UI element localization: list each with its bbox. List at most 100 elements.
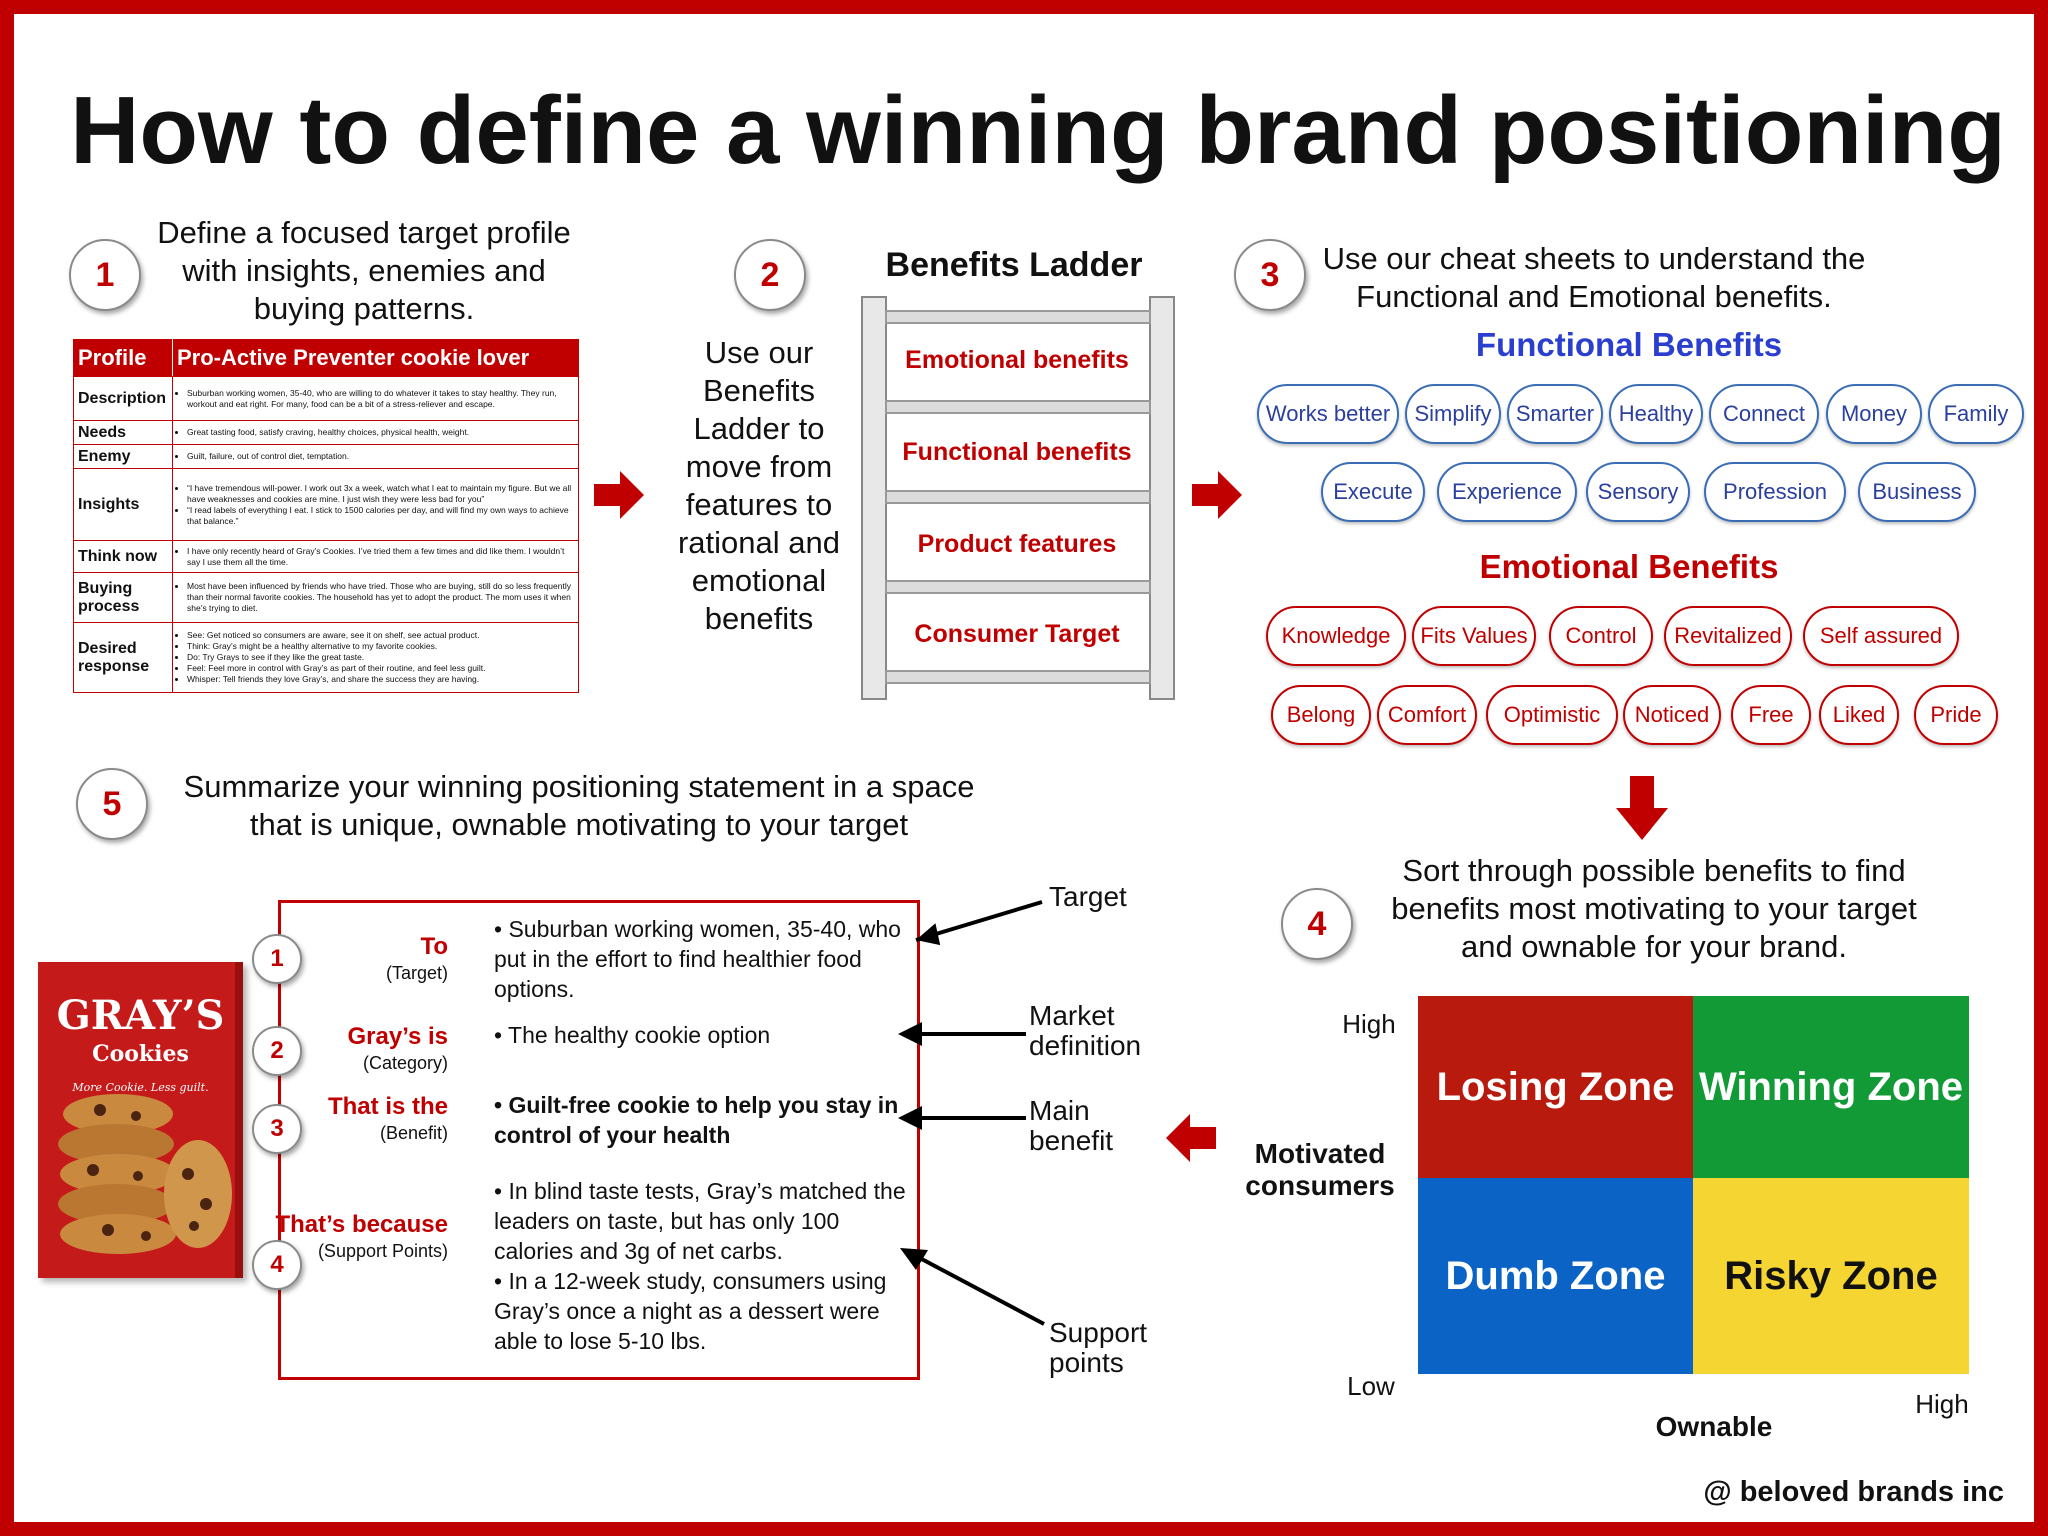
ladder-rung bbox=[885, 490, 1151, 504]
row-label-main: That’s because bbox=[275, 1211, 448, 1238]
row-label-main: Gray’s is bbox=[347, 1023, 448, 1050]
page-title: How to define a winning brand positionin… bbox=[70, 77, 2006, 184]
product-name: Cookies bbox=[92, 1041, 189, 1067]
x-axis-label: Ownable bbox=[1655, 1411, 1773, 1442]
row-item: Whisper: Tell friends they love Gray’s, … bbox=[187, 674, 574, 685]
row-key: Desired response bbox=[73, 622, 173, 693]
statement-row-number: 2 bbox=[252, 1026, 302, 1076]
ladder-rung bbox=[885, 400, 1151, 414]
arrow-left-icon bbox=[1166, 1114, 1216, 1162]
statement-row-number: 1 bbox=[252, 934, 302, 984]
callout-arrows bbox=[898, 900, 1043, 1130]
step-5-badge: 5 bbox=[76, 768, 148, 840]
table-row: Needs Great tasting food, satisfy cravin… bbox=[73, 420, 579, 445]
table-row: Think now I have only recently heard of … bbox=[73, 540, 579, 573]
statement-row-number: 3 bbox=[252, 1104, 302, 1154]
row-item: Guilt, failure, out of control diet, tem… bbox=[187, 451, 574, 462]
row-item: I have only recently heard of Gray’s Coo… bbox=[187, 546, 574, 568]
functional-pill: Smarter bbox=[1507, 384, 1603, 444]
step-3-badge: 3 bbox=[1234, 239, 1306, 311]
arrow-right-icon bbox=[1192, 471, 1242, 519]
y-axis-high: High bbox=[1342, 1009, 1396, 1039]
emotional-pill: Belong bbox=[1271, 685, 1371, 745]
product-box-image: GRAY’S Cookies More Cookie. Less guilt. bbox=[38, 962, 243, 1278]
risky-zone: Risky Zone bbox=[1693, 1178, 1969, 1374]
callout-market-definition: Market definition bbox=[1029, 1000, 1142, 1061]
statement-row-number: 4 bbox=[252, 1240, 302, 1290]
emotional-pill: Fits Values bbox=[1412, 606, 1536, 666]
ladder-rung bbox=[885, 580, 1151, 594]
row-label-sub: (Category) bbox=[362, 1053, 448, 1073]
ladder-label-features: Product features bbox=[917, 530, 1117, 558]
losing-zone: Losing Zone bbox=[1418, 996, 1693, 1178]
cookie-stack-icon bbox=[58, 1094, 232, 1254]
ladder-title: Benefits Ladder bbox=[885, 246, 1143, 284]
statement-bullet: • Guilt-free cookie to help you stay in … bbox=[494, 1092, 899, 1148]
arrow-down-icon bbox=[1616, 776, 1668, 840]
profile-header-value: Pro-Active Preventer cookie lover bbox=[172, 339, 579, 377]
step-4-description: Sort through possible benefits to find b… bbox=[1391, 853, 1917, 964]
brand-logo: GRAY’S bbox=[56, 992, 225, 1039]
emotional-pill: Self assured bbox=[1803, 606, 1959, 666]
statement-row-label: Gray’s is (Category) bbox=[248, 1022, 448, 1074]
row-item: See: Get noticed so consumers are aware,… bbox=[187, 630, 574, 641]
emotional-pill: Revitalized bbox=[1664, 606, 1792, 666]
x-axis-high: High bbox=[1915, 1389, 1969, 1419]
table-row: Buying process Most have been influenced… bbox=[73, 572, 579, 623]
statement-row-label: That’s because (Support Points) bbox=[248, 1210, 448, 1262]
step-4-badge: 4 bbox=[1281, 888, 1353, 960]
functional-pill: Healthy bbox=[1609, 384, 1703, 444]
step-5-description: Summarize your winning positioning state… bbox=[183, 769, 975, 842]
statement-row-label: To (Target) bbox=[248, 932, 448, 984]
row-item: Think: Gray’s might be a healthy alterna… bbox=[187, 641, 574, 652]
row-label-sub: (Support Points) bbox=[317, 1241, 448, 1261]
emotional-pill: Free bbox=[1731, 685, 1811, 745]
row-key: Enemy bbox=[73, 444, 173, 469]
row-label-main: That is the bbox=[327, 1093, 448, 1120]
emotional-pill: Comfort bbox=[1377, 685, 1477, 745]
emotional-pill: Noticed bbox=[1623, 685, 1721, 745]
functional-pill: Business bbox=[1858, 462, 1976, 522]
dumb-zone: Dumb Zone bbox=[1418, 1178, 1693, 1374]
functional-pill: Connect bbox=[1709, 384, 1819, 444]
row-key: Think now bbox=[73, 540, 173, 573]
step-2-badge: 2 bbox=[734, 239, 806, 311]
profile-header-key: Profile bbox=[73, 339, 173, 377]
winning-zone: Winning Zone bbox=[1693, 996, 1969, 1178]
row-item: Feel: Feel more in control with Gray’s a… bbox=[187, 663, 574, 674]
ladder-label-emotional: Emotional benefits bbox=[905, 346, 1129, 374]
ladder-label-target: Consumer Target bbox=[914, 620, 1120, 648]
row-key: Description bbox=[73, 376, 173, 421]
emotional-pill: Control bbox=[1549, 606, 1653, 666]
emotional-pill: Knowledge bbox=[1266, 606, 1406, 666]
step-1-description: Define a focused target profile with ins… bbox=[157, 215, 571, 326]
statement-bullet: • Suburban working women, 35-40, who put… bbox=[494, 916, 901, 1002]
row-label-sub: (Benefit) bbox=[379, 1123, 448, 1143]
row-item: Suburban working women, 35-40, who are w… bbox=[187, 388, 574, 410]
row-key: Buying process bbox=[73, 572, 173, 623]
callout-arrow-support bbox=[900, 1248, 1045, 1326]
ladder-label-functional: Functional benefits bbox=[902, 438, 1132, 466]
step-1-badge: 1 bbox=[69, 239, 141, 311]
product-tagline: More Cookie. Less guilt. bbox=[72, 1081, 209, 1094]
callout-support-points: Support points bbox=[1049, 1317, 1148, 1378]
row-key: Insights bbox=[73, 468, 173, 541]
target-profile-table: Profile Pro-Active Preventer cookie love… bbox=[73, 339, 579, 693]
callout-target: Target bbox=[1049, 881, 1127, 912]
row-item: Most have been influenced by friends who… bbox=[187, 581, 574, 614]
arrow-right-icon bbox=[594, 471, 644, 519]
row-item: “I read labels of everything I eat. I st… bbox=[187, 505, 574, 527]
functional-pill: Money bbox=[1826, 384, 1922, 444]
functional-pill: Profession bbox=[1704, 462, 1846, 522]
statement-bullet: • In blind taste tests, Gray’s matched t… bbox=[494, 1178, 906, 1264]
callout-main-benefit: Main benefit bbox=[1029, 1095, 1114, 1156]
y-axis-low: Low bbox=[1347, 1371, 1395, 1401]
step-3-description: Use our cheat sheets to understand the F… bbox=[1322, 241, 1866, 314]
step-2-description: Use our Benefits Ladder to move from fea… bbox=[677, 335, 840, 636]
emotional-pill: Optimistic bbox=[1486, 685, 1618, 745]
row-item: Great tasting food, satisfy craving, hea… bbox=[187, 427, 574, 438]
row-label-sub: (Target) bbox=[385, 963, 448, 983]
row-label-main: To bbox=[420, 933, 448, 960]
y-axis-label: Motivated consumers bbox=[1245, 1138, 1395, 1201]
table-row: Desired response See: Get noticed so con… bbox=[73, 622, 579, 693]
